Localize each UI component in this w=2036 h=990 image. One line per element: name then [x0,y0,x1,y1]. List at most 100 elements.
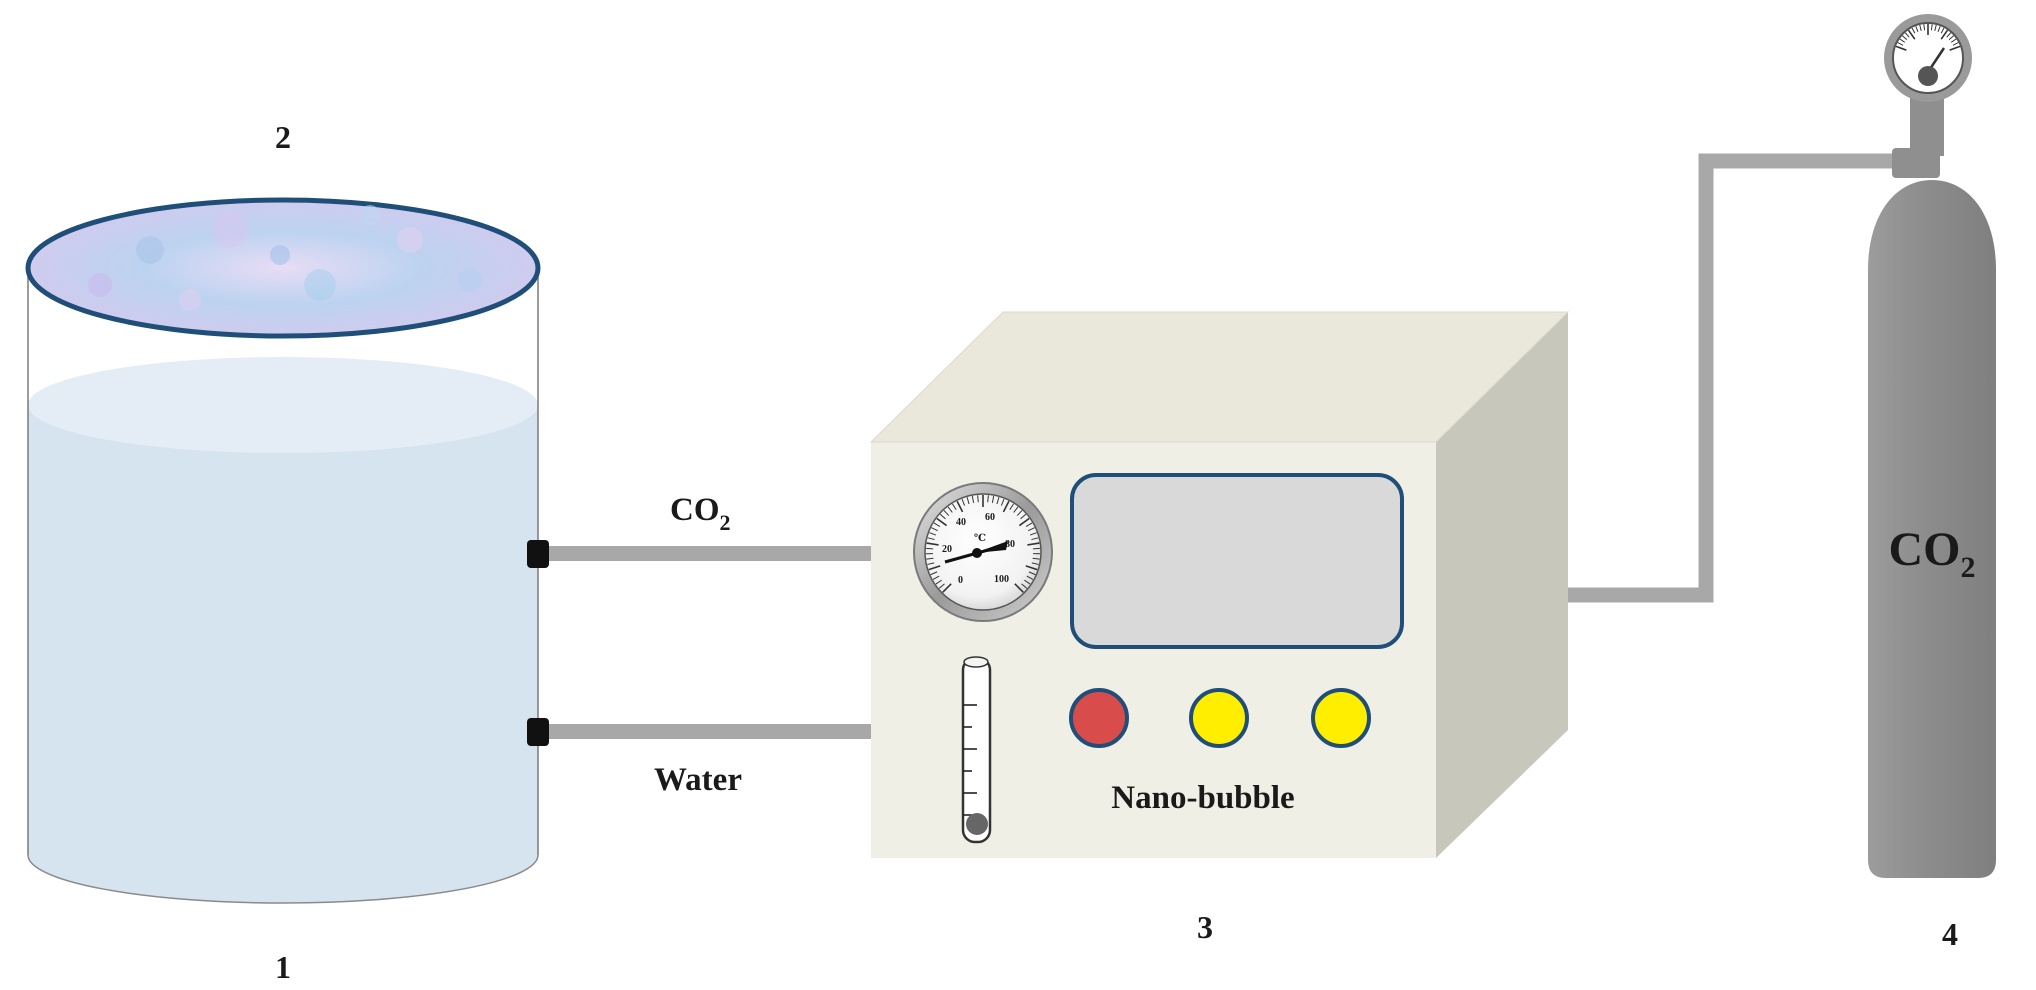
gauge-tick [942,583,952,593]
label-1-tank: 1 [275,949,291,985]
gauge-tick [932,575,940,580]
gauge-tick [1902,35,1908,41]
co2-cylinder: CO2 [1868,14,1996,878]
water-tank [25,197,549,904]
label-3-device: 3 [1197,909,1213,945]
gauge-tick [936,517,948,527]
gauge-tick [996,497,1000,505]
gauge-tick [1009,503,1014,511]
gauge-tick [1021,583,1028,589]
gauge-tick [928,565,941,571]
device-name: Nano-bubble [1111,780,1294,816]
gauge-tick [927,562,935,565]
pipes [549,153,1900,739]
gauge-tick [1937,26,1941,33]
flowmeter-float [966,813,988,835]
gauge-scale-100: 100 [994,574,1009,585]
yellow-button-2[interactable] [1311,688,1371,748]
gauge-tick [943,510,950,516]
foam-layer [25,197,541,339]
display-screen [1070,473,1404,649]
gauge-tick [1940,27,1945,34]
gauge-tick [929,532,937,536]
gauge-tick [926,542,939,546]
gauge-tick [1940,29,1949,40]
co2-supply-pipe [1507,153,1900,603]
gauge-tick [933,522,941,527]
gauge-tick [1919,24,1922,31]
gauge-tick [1025,522,1033,527]
gauge-tick [1897,42,1904,46]
gauge-tick [1024,579,1031,585]
gauge-tick [1028,527,1035,532]
gauge-tick [947,506,953,513]
gauge-tick [1028,571,1036,576]
gauge-tick [1911,27,1916,34]
gauge-tick [971,495,975,503]
gauge-unit: ℃ [974,533,986,544]
gauge-tick [1948,35,1954,41]
gas-pipe [549,546,871,561]
gauge-tick [961,498,966,506]
gauge-tick [1923,24,1926,31]
gauge-tick [1907,29,1916,40]
gauge-tick [927,537,935,541]
gauge-tick [1952,42,1959,46]
gauge-tick [939,513,946,520]
foam-texture [88,205,482,311]
gauge-tick [1949,45,1961,51]
red-button[interactable] [1069,688,1129,748]
label-4-cylinder: 4 [1942,916,1958,952]
cylinder-label: CO2 [1889,523,1976,584]
gauge-tick [1016,510,1023,516]
gauge-scale-0: 0 [958,575,963,586]
gauge-tick [931,527,938,532]
gauge-scale-20: 20 [942,544,952,555]
gauge-tick [926,557,934,560]
water-outlet-connector [527,718,549,746]
gauge-tick [1020,513,1027,520]
gauge-tick [966,497,970,505]
gauge-tick [956,500,964,513]
gauge-tick [1895,45,1907,51]
gas-pipe-label: CO2 [670,492,731,535]
gauge-tick [952,503,957,511]
cylinder-valve [1910,98,1944,156]
gauge-tick [930,571,938,576]
gauge-tick [938,583,945,589]
gauge-tick [1934,24,1937,31]
gauge-tick [1899,38,1906,43]
label-2-foam: 2 [275,119,291,155]
yellow-button-1[interactable] [1189,688,1249,748]
gauge-tick [1904,32,1910,38]
gauge-tick [987,495,989,503]
cylinder-body [1868,180,1996,878]
gauge-tick [1025,565,1038,571]
gauge-tick [991,495,995,503]
gauge-tick [1029,532,1037,536]
gauge-tick [977,495,979,503]
flowmeter-tube [961,656,992,844]
gauge-scale-40: 40 [956,517,966,528]
thermometer-gauge: 0 20 40 60 80 100 ℃ [913,482,1053,622]
gauge-tick [1026,575,1034,580]
gauge-tick [1031,562,1039,565]
nano-bubble-generator: 0 20 40 60 80 100 ℃ Nano-bub [869,311,1570,858]
gauge-tick [1018,517,1030,527]
gauge-tick [1930,24,1933,31]
gauge-tick [1027,542,1040,546]
gas-inlet-connector [527,540,549,568]
gauge-tick [1946,32,1952,38]
gauge-tick [1013,506,1019,513]
gauge-scale-80: 80 [1005,539,1015,550]
water-pipe-label: Water [654,762,742,798]
gauge-tick [1032,557,1040,560]
gauge-scale-60: 60 [985,512,995,523]
gauge-tick [1031,537,1039,541]
gauge-tick [1014,583,1024,593]
gauge-tick [1000,498,1005,506]
gauge-tick [935,579,942,585]
water-pipe [549,724,871,739]
gauge-tick [1915,26,1919,33]
